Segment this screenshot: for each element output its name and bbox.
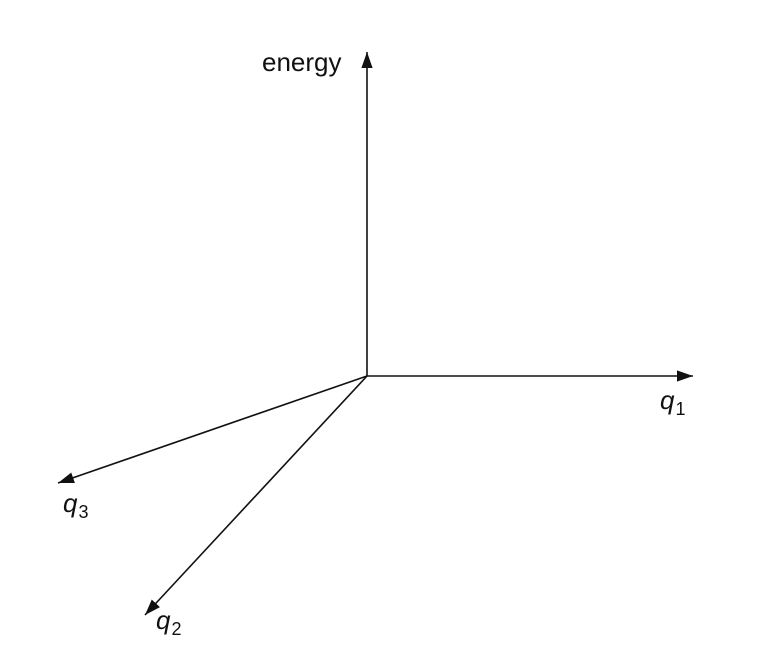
q1-base-text: q <box>660 385 675 415</box>
q3-axis <box>57 375 368 484</box>
q1-subscript: 1 <box>675 399 686 419</box>
q2-axis-label: q2 <box>156 605 181 638</box>
q2-base-text: q <box>156 605 171 635</box>
q1-axis-label: q1 <box>660 385 685 418</box>
q2-subscript: 2 <box>171 619 182 639</box>
q3-base-text: q <box>63 488 78 518</box>
q3-axis-label: q3 <box>63 488 88 521</box>
energy-label-text: energy <box>262 47 342 77</box>
q3-subscript: 3 <box>78 502 89 522</box>
energy-axis-label: energy <box>262 49 342 75</box>
q2-axis <box>144 375 368 616</box>
